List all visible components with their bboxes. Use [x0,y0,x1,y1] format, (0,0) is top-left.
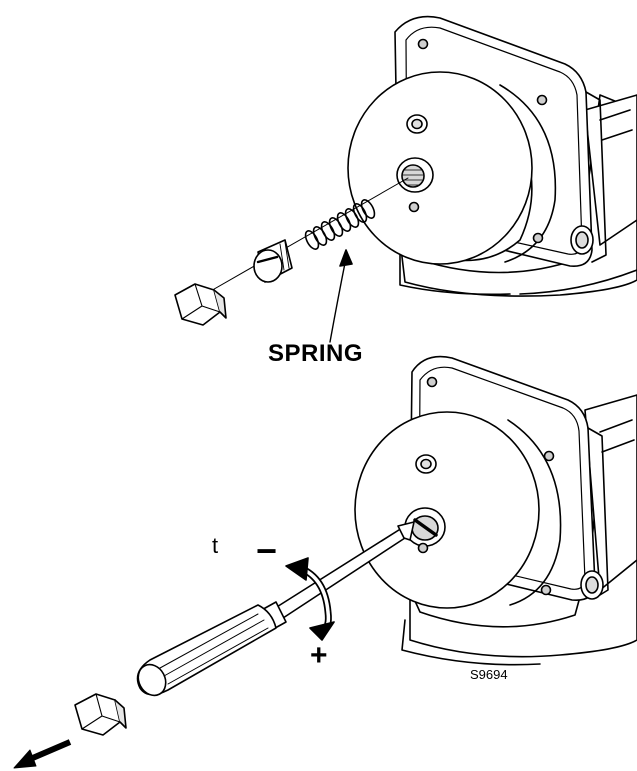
spring-part [304,199,376,250]
cap-nut-bottom-part [74,693,127,736]
adjusting-screw-part [253,239,293,283]
removal-direction-arrow [13,739,72,769]
cap-nut-top-part [174,283,227,326]
screwdriver-tool [136,521,415,697]
rotation-direction-arrow [285,557,335,641]
spring-label: SPRING [268,340,364,367]
pump-housing-top [347,15,637,297]
spring-pointer-arrow [329,249,353,343]
plus-direction-label: + [310,639,328,672]
assembly-axis-top [194,177,409,301]
minus-direction-label: − [256,530,278,571]
torque-label: t [212,533,219,558]
pump-housing-bottom [354,355,637,666]
figure-code-label: S9694 [470,667,508,682]
